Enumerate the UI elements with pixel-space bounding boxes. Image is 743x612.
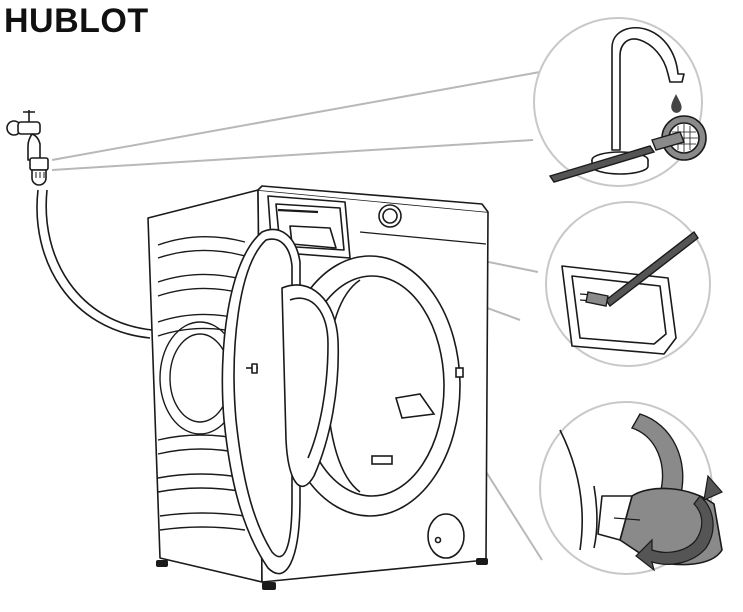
detail-circle-drawer xyxy=(545,201,711,367)
brush-icon xyxy=(585,230,699,308)
callout-line-tap-upper xyxy=(51,71,541,161)
detail-circle-seal xyxy=(539,401,723,575)
callout-line-tap-lower xyxy=(51,139,534,171)
door-hublot xyxy=(221,228,340,575)
inlet-filter-icon xyxy=(661,115,707,161)
page-title: HUBLOT xyxy=(4,2,149,40)
machine-feet xyxy=(156,558,488,590)
drain-filter-cover xyxy=(427,513,465,559)
detail-circle-tap xyxy=(533,17,707,187)
control-knob-icon xyxy=(378,204,402,228)
drop-icon xyxy=(671,94,682,113)
detergent-drawer xyxy=(267,195,351,259)
water-hose-inner xyxy=(45,189,153,331)
brush-icon xyxy=(548,131,685,183)
water-hose xyxy=(36,189,151,339)
rotate-arrow-icon xyxy=(635,474,723,572)
water-tap-icon xyxy=(6,110,49,186)
